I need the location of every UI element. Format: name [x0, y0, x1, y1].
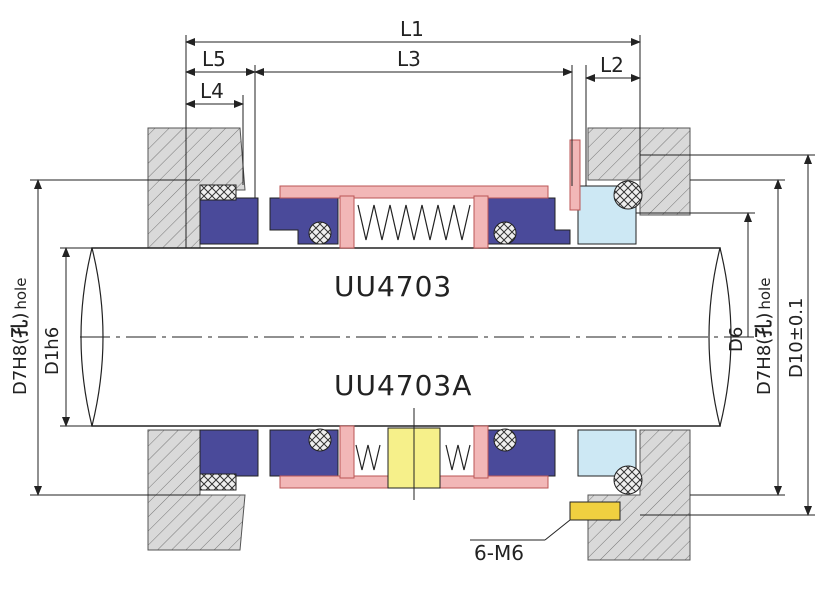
dim-label-D1-group: D1h6: [42, 327, 63, 375]
housing: [147, 127, 691, 561]
dimensions: [30, 35, 815, 516]
dim-label-D10-group: D10±0.1: [786, 298, 807, 378]
hole-char-left: 孔: [10, 320, 31, 338]
dim-label-D7-right-group: D7H8(孔)hole: [754, 278, 775, 395]
housing-bottom-right: [587, 429, 691, 561]
blue-seat-left-bottom: [199, 429, 259, 477]
shaft-break-right: [708, 247, 732, 427]
oring-stationary-bottom: [613, 465, 643, 495]
dim-label-D6-group: D6: [726, 327, 747, 352]
hole-word-right: hole: [756, 278, 774, 310]
oring-housing-left-top: [199, 184, 237, 201]
screw-leader: [544, 519, 571, 541]
model-label-bottom: UU4703A: [334, 369, 472, 402]
dim-label-D7-left-group: D7H8(孔)hole: [10, 278, 31, 395]
seal-bottom: [199, 408, 643, 541]
oring-bottom-right: [493, 428, 517, 452]
pink-sleeve-top: [279, 185, 549, 199]
pink-holder-left-top: [339, 195, 355, 249]
shaft: [80, 247, 760, 427]
dim-label-L3: L3: [397, 47, 421, 71]
pink-holder-right-bottom: [473, 425, 489, 479]
pink-holder-right-top: [473, 195, 489, 249]
dim-label-D7-left: D7H8: [10, 345, 31, 395]
dim-label-D1: D1h6: [42, 327, 63, 375]
dim-label-D10: D10±0.1: [786, 298, 807, 378]
screw-note: 6-M6: [474, 541, 524, 565]
screw: [569, 501, 621, 521]
dim-label-D6: D6: [726, 327, 747, 352]
oring-housing-left-bottom: [199, 473, 237, 491]
oring-top-left: [308, 221, 332, 245]
labels: L1 L5 L3 L2 L4 UU4703 UU4703A D7H8(孔)hol…: [10, 17, 807, 565]
spring-top: [357, 204, 471, 241]
hole-char-right: 孔: [754, 320, 775, 338]
model-label-top: UU4703: [334, 270, 452, 303]
spring-bottom-left: [355, 444, 381, 471]
housing-top-right: [587, 127, 691, 216]
dim-label-L4: L4: [200, 79, 224, 103]
oring-top-right: [493, 221, 517, 245]
svg-text:D7H8(孔)hole: D7H8(孔)hole: [754, 278, 775, 395]
dim-label-L2: L2: [600, 53, 624, 77]
blue-seat-left-top: [199, 197, 259, 245]
dim-label-L1: L1: [400, 17, 424, 41]
spring-bottom-right: [445, 444, 471, 471]
hole-word-left: hole: [12, 278, 30, 310]
oring-stationary-top: [613, 180, 643, 210]
oring-bottom-left: [308, 428, 332, 452]
pink-holder-left-bottom: [339, 425, 355, 479]
seal-top: [199, 139, 643, 249]
dim-label-L5: L5: [202, 47, 226, 71]
svg-text:D7H8(孔)hole: D7H8(孔)hole: [10, 278, 31, 395]
dim-label-D7-right: D7H8: [754, 345, 775, 395]
